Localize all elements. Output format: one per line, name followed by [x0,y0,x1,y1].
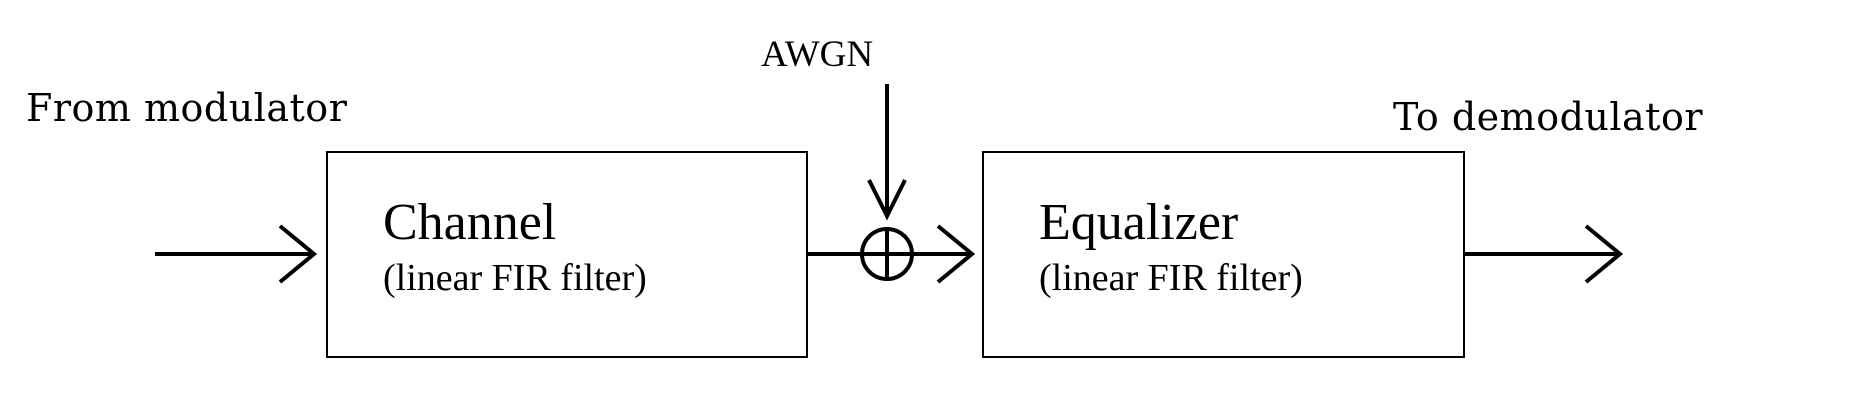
equalizer-subtitle: (linear FIR filter) [1039,257,1303,299]
equalizer-title: Equalizer [1039,194,1239,251]
noise-label: AWGN [761,34,874,75]
channel-subtitle: (linear FIR filter) [383,257,647,299]
output-arrow [1465,224,1624,284]
adder-to-equalizer-arrow [912,224,976,284]
channel-block: Channel (linear FIR filter) [326,151,808,358]
noise-arrow [867,84,907,221]
summing-junction [860,227,914,281]
equalizer-block: Equalizer (linear FIR filter) [982,151,1465,358]
input-arrow [155,224,318,284]
input-label: From modulator [26,86,348,130]
channel-title: Channel [383,194,557,251]
output-label: To demodulator [1393,95,1703,139]
